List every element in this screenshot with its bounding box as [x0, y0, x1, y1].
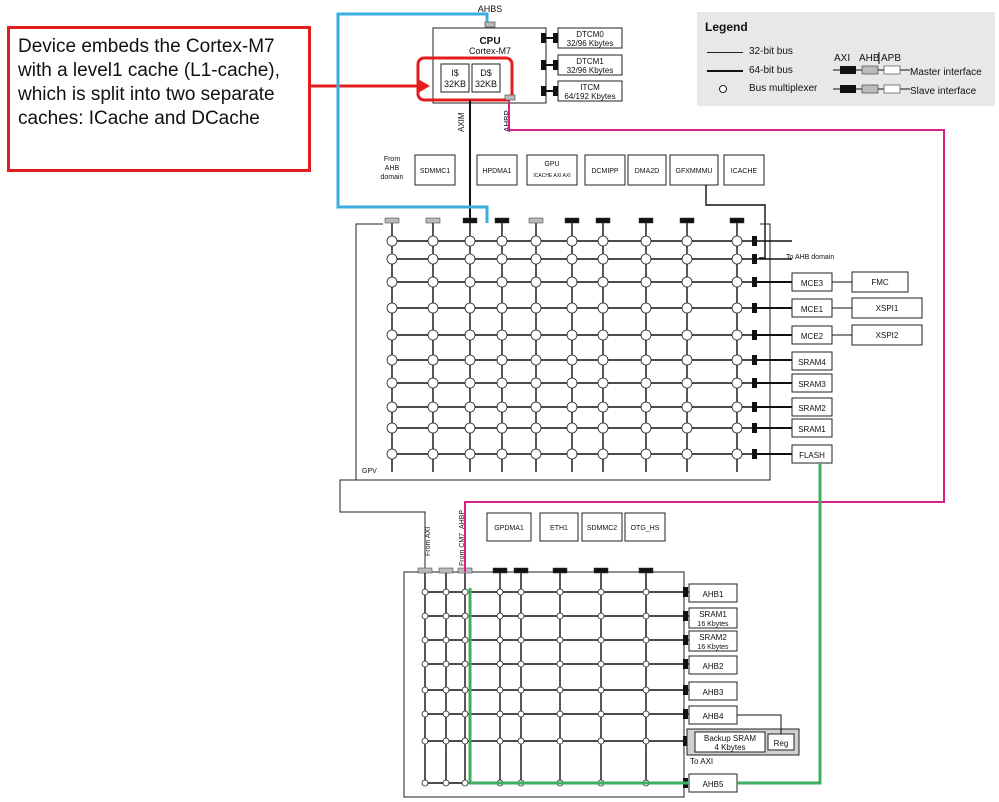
from-cm7-ahbp-label: From CM7_AHBP — [459, 510, 466, 566]
legend-64bit-label: 64-bit bus — [749, 65, 793, 76]
dcache-box — [471, 63, 501, 93]
legend-axi-label: AXI — [834, 53, 851, 64]
from-ahb-label-1: From — [384, 156, 401, 163]
dcmipp-label: DCMIPP — [591, 168, 619, 175]
callout-text: Device embeds the Cortex-M7 with a level… — [18, 36, 280, 129]
otg-hs-label: OTG_HS — [631, 525, 660, 532]
sram1-label: SRAM1 — [798, 425, 826, 434]
gpu-ports-label: ICACHE AXI AXI — [533, 173, 570, 179]
ahb-slave-list: AHB1 SRAM1 16 Kbytes SRAM2 16 Kbytes AHB… — [686, 583, 800, 793]
gpu-label: GPU — [544, 161, 559, 168]
mce1-label: MCE1 — [801, 305, 824, 314]
ahb-sram1-label: SRAM1 — [699, 610, 727, 619]
cpu-title: CPU — [479, 36, 500, 47]
ahbp-label: AHBP — [503, 110, 512, 132]
itcm-size: 64/192 Kbytes — [564, 92, 615, 101]
ahb4-label: AHB4 — [703, 712, 724, 721]
sram3-label: SRAM3 — [798, 380, 826, 389]
pink-ahbp-path — [464, 100, 945, 572]
from-ahb-label-2: AHB — [385, 165, 400, 172]
axim-label: AXIM — [457, 112, 466, 132]
reg-label: Reg — [774, 739, 789, 748]
dtcm0-size: 32/96 Kbytes — [567, 39, 614, 48]
axi-interconnect-grid — [384, 217, 792, 472]
sram2-label: SRAM2 — [798, 404, 826, 413]
mce2-label: MCE2 — [801, 332, 824, 341]
ahb-masters: From AXI From CM7_AHBP GPDMA1 ETH1 SDMMC… — [425, 510, 666, 566]
legend-master-label: Master interface — [910, 67, 982, 78]
ahb-sram2-size: 16 Kbytes — [697, 644, 729, 651]
icache-label: I$ — [451, 68, 459, 78]
legend-apb-label: APB — [881, 53, 902, 64]
cpu-subtitle: Cortex-M7 — [469, 46, 511, 56]
icache-size: 32KB — [444, 79, 466, 89]
gpdma1-label: GPDMA1 — [494, 525, 524, 532]
axi-masters: From AHB domain SDMMC1 HPDMA1 GPU ICACHE… — [381, 154, 766, 259]
dtcm0-label: DTCM0 — [576, 30, 604, 39]
mce3-label: MCE3 — [801, 279, 824, 288]
ahb5-label: AHB5 — [703, 780, 724, 789]
legend-ahb-label: AHB — [859, 53, 880, 64]
itcm-label: ITCM — [580, 83, 600, 92]
dma2d-label: DMA2D — [635, 168, 660, 175]
xspi1-label: XSPI1 — [876, 304, 899, 313]
icache-box — [440, 63, 470, 93]
legend-32bit-line — [707, 52, 743, 53]
gfxmmmu-label: GFXMMMU — [676, 168, 713, 175]
green-flash-path — [737, 463, 822, 785]
dcache-size: 32KB — [475, 79, 497, 89]
ahb-matrix-frame — [403, 571, 685, 798]
axi-matrix-frame — [355, 223, 771, 481]
green-ahb-path — [468, 588, 689, 785]
gpv-label: GPV — [362, 468, 377, 475]
ahb-sram2-label: SRAM2 — [699, 633, 727, 642]
legend-slave-label: Slave interface — [910, 86, 977, 97]
legend-mux-label: Bus multiplexer — [749, 83, 818, 94]
sdmmc1-label: SDMMC1 — [420, 168, 450, 175]
to-axi-label: To AXI — [690, 757, 713, 766]
icache-master-label: ICACHE — [731, 168, 758, 175]
callout-arrow-head — [418, 79, 430, 93]
blue-ahbs-path — [336, 12, 489, 223]
eth1-label: ETH1 — [550, 525, 568, 532]
dtcm1-size: 32/96 Kbytes — [567, 66, 614, 75]
legend-32bit-label: 32-bit bus — [749, 46, 793, 57]
fmc-label: FMC — [871, 278, 889, 287]
backup-sram-size: 4 Kbytes — [714, 743, 745, 752]
callout-box: Device embeds the Cortex-M7 with a level… — [7, 26, 311, 172]
from-ahb-label-3: domain — [381, 174, 404, 181]
from-axi-label: From AXI — [425, 527, 432, 556]
dtcm1-label: DTCM1 — [576, 57, 604, 66]
bus-multiplexer-icon — [719, 85, 727, 93]
legend-swatches — [833, 52, 910, 94]
legend-title: Legend — [705, 20, 748, 34]
ahb1-label: AHB1 — [703, 590, 724, 599]
axi-slave-list: MCE3 MCE1 MCE2 SRAM4 SRAM3 SRAM2 SRAM1 F… — [791, 271, 923, 464]
ahb-sram1-size: 16 Kbytes — [697, 621, 729, 628]
backup-sram-label: Backup SRAM — [704, 734, 756, 743]
dcache-label: D$ — [480, 68, 492, 78]
ahbs-label: AHBS — [478, 4, 503, 14]
hpdma1-label: HPDMA1 — [482, 168, 511, 175]
legend-64bit-line — [707, 70, 743, 72]
ahb2-label: AHB2 — [703, 662, 724, 671]
tcm-group: DTCM0 32/96 Kbytes DTCM1 32/96 Kbytes IT… — [541, 27, 623, 102]
ahb3-label: AHB3 — [703, 688, 724, 697]
ahb-interconnect-grid — [417, 567, 689, 788]
sram4-label: SRAM4 — [798, 358, 826, 367]
sdmmc2-label: SDMMC2 — [587, 525, 617, 532]
to-ahb-domain-label: To AHB domain — [786, 254, 834, 261]
xspi2-label: XSPI2 — [876, 331, 899, 340]
flash-label: FLASH — [799, 451, 825, 460]
